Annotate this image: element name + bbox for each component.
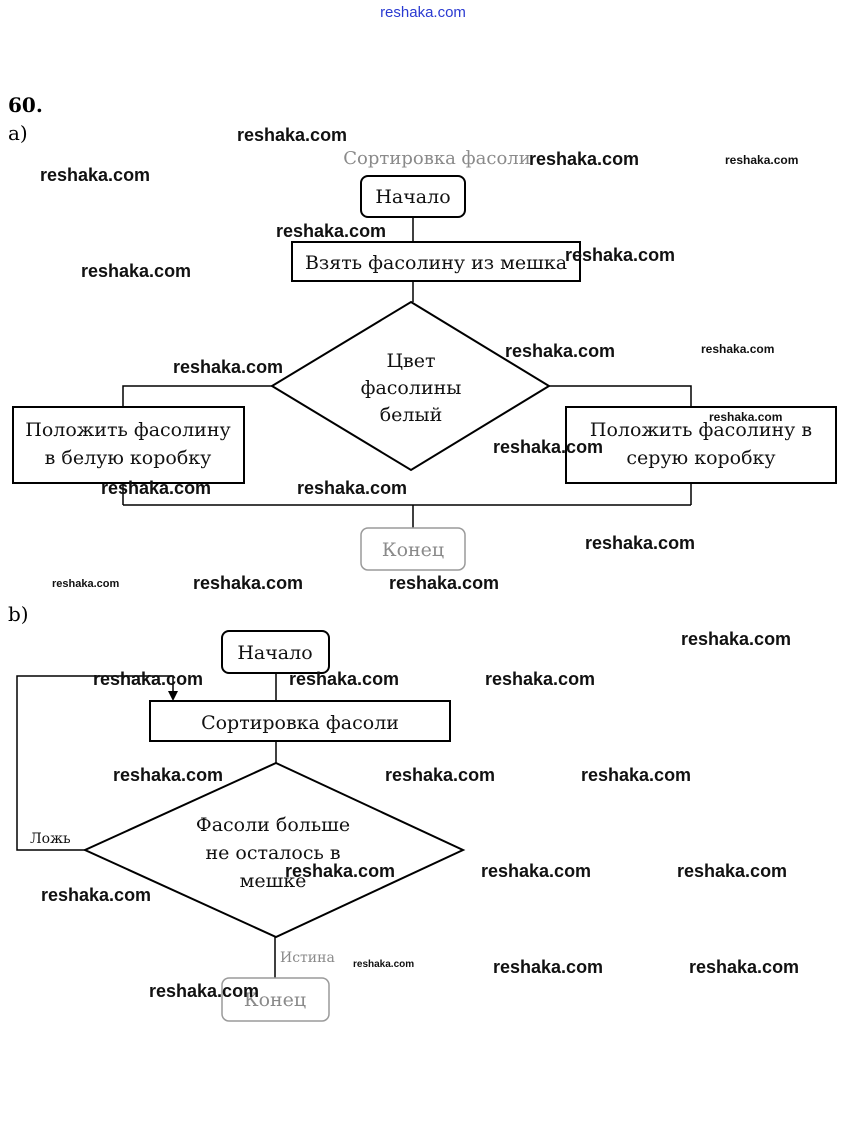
part-b-process-step	[149, 700, 451, 742]
part-b-connectors	[16, 673, 277, 978]
watermark: reshaka.com	[81, 261, 191, 281]
part-b-end-terminal	[221, 977, 330, 1022]
part-b-true-label: Истина	[280, 950, 335, 966]
part-b-false-label: Ложь	[30, 831, 71, 847]
part-a-right-action	[565, 406, 837, 484]
watermark: reshaka.com	[193, 573, 303, 593]
part-a-start-terminal	[360, 175, 466, 218]
watermark: reshaka.com	[701, 342, 774, 356]
part-a-start-label: Начало	[375, 186, 450, 208]
part-b-decision	[82, 761, 466, 939]
watermark: reshaka.com	[113, 765, 223, 785]
watermark: reshaka.com	[237, 125, 347, 145]
watermark: reshaka.com	[565, 245, 675, 265]
watermark: reshaka.com	[40, 165, 150, 185]
watermark: reshaka.com	[93, 669, 203, 689]
watermark: reshaka.com	[52, 578, 119, 590]
part-b-decision-line-1: Фасоли больше	[196, 814, 350, 836]
part-a-end-label: Конец	[382, 539, 444, 561]
watermark: reshaka.com	[505, 341, 615, 361]
watermark: reshaka.com	[353, 959, 414, 970]
watermark: reshaka.com	[149, 981, 259, 1001]
watermark: reshaka.com	[681, 629, 791, 649]
site-link[interactable]: reshaka.com	[380, 4, 466, 21]
part-a-end-terminal	[360, 527, 466, 571]
part-a-left-action-line-1: Положить фасолину	[25, 419, 230, 441]
watermark: reshaka.com	[725, 153, 798, 167]
watermark: reshaka.com	[689, 957, 799, 977]
part-b-decision-line-2: не осталось в	[205, 842, 340, 864]
watermark: reshaka.com	[677, 861, 787, 881]
connector-b-loop-arrowhead	[168, 691, 178, 701]
watermark: reshaka.com	[285, 861, 395, 881]
part-a-decision-line-2: фасолины	[361, 377, 462, 399]
part-a-left-action-line-2: в белую коробку	[45, 447, 212, 469]
watermark: reshaka.com	[493, 437, 603, 457]
watermark: reshaka.com	[385, 765, 495, 785]
connector-decision-right	[549, 385, 692, 407]
watermark: reshaka.com	[297, 478, 407, 498]
part-a-connectors	[122, 216, 692, 528]
connector-b-false-loop	[16, 675, 174, 851]
part-b-start-label: Начало	[237, 642, 312, 664]
part-b-step-label: Сортировка фасоли	[201, 712, 399, 734]
watermark: reshaka.com	[481, 861, 591, 881]
part-b-label: b)	[8, 602, 29, 626]
watermark: reshaka.com	[493, 957, 603, 977]
problem-number: 60.	[8, 93, 43, 117]
watermark: reshaka.com	[709, 410, 782, 424]
watermark: reshaka.com	[585, 533, 695, 553]
part-a-left-action	[12, 406, 245, 484]
watermarks: reshaka.com reshaka.com reshaka.com resh…	[40, 125, 799, 1001]
part-a-decision-line-1: Цвет	[386, 350, 435, 372]
part-a-label: a)	[8, 121, 28, 145]
watermark: reshaka.com	[485, 669, 595, 689]
part-a-decision-line-3: белый	[380, 404, 443, 426]
part-a-right-action-line-1: Положить фасолину в	[590, 419, 812, 441]
part-a-right-action-line-2: серую коробку	[626, 447, 775, 469]
watermark: reshaka.com	[41, 885, 151, 905]
connector-decision-left	[122, 385, 272, 407]
part-a-title: Сортировка фасоли	[343, 148, 530, 169]
part-a-step-label: Взять фасолину из мешка	[305, 252, 567, 274]
part-b-decision-line-3: мешке	[240, 870, 307, 892]
part-b-end-label: Конец	[244, 989, 306, 1011]
watermark: reshaka.com	[276, 221, 386, 241]
watermark: reshaka.com	[581, 765, 691, 785]
watermark: reshaka.com	[101, 478, 211, 498]
watermark: reshaka.com	[289, 669, 399, 689]
part-a-decision	[270, 300, 551, 472]
watermark: reshaka.com	[389, 573, 499, 593]
part-a-process-step	[291, 241, 581, 282]
part-b-start-terminal	[221, 630, 330, 674]
watermark: reshaka.com	[529, 149, 639, 169]
watermark: reshaka.com	[173, 357, 283, 377]
